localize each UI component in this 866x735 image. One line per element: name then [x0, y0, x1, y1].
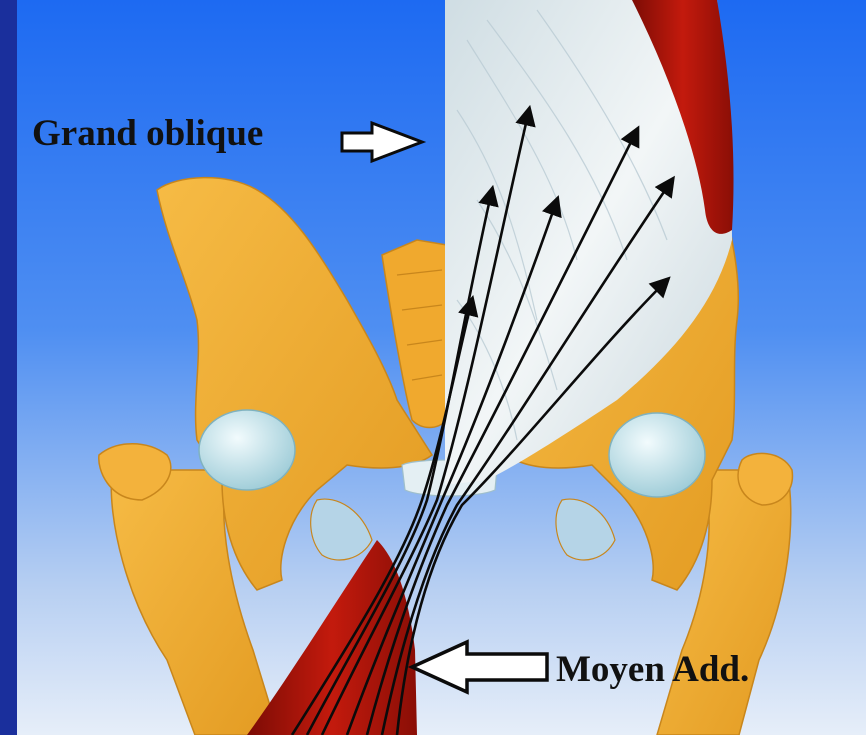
pelvis-illustration: [17, 0, 866, 735]
moyen-add-label: Moyen Add.: [556, 648, 749, 691]
right-femoral-head: [609, 413, 705, 497]
left-femoral-head: [199, 410, 295, 490]
grand-oblique-label: Grand oblique: [32, 112, 263, 155]
illustration-canvas: [17, 0, 866, 735]
